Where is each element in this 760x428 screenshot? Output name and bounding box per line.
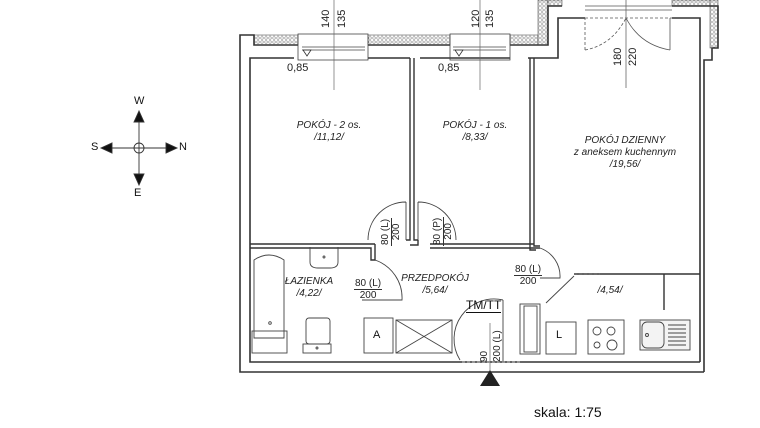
balcony-door [584, 0, 672, 88]
window-2-width: 120 [470, 9, 482, 28]
window-1-width: 140 [320, 9, 332, 28]
window-1 [297, 0, 369, 90]
room-area: /19,56/ [609, 159, 641, 170]
window-2-height: 135 [484, 9, 496, 28]
door-height: 200 [443, 223, 454, 240]
compass-rose [99, 109, 179, 187]
door-3-dims: 80 (L) 200 [354, 278, 383, 301]
room-hallway: PRZEDPOKÓJ /5,64/ [400, 273, 470, 297]
compass-south: S [91, 141, 99, 153]
compass-west: W [134, 95, 145, 107]
room-bedroom-1: POKÓJ - 1 os. /8,33/ [430, 120, 520, 144]
room-name: POKÓJ DZIENNY [584, 135, 666, 146]
window-2 [449, 0, 511, 90]
room-bedroom-2: POKÓJ - 2 os. /11,12/ [284, 120, 374, 144]
compass-east: E [134, 187, 142, 199]
entrance-marker [462, 323, 520, 386]
outer-walls [239, 5, 719, 373]
fixture-l-label: L [556, 329, 563, 341]
room-area: /11,12/ [314, 132, 344, 143]
door-height: 200 [391, 223, 402, 241]
door-4-dims: 80 (L) 200 [514, 264, 543, 287]
kitchen-fixtures [519, 303, 691, 355]
room-kitchen-area: /4,54/ [590, 285, 630, 297]
room-name: POKÓJ - 2 os. [296, 120, 362, 131]
room-bathroom: ŁAZIENKA /4,22/ [284, 276, 334, 300]
interior-walls [250, 58, 700, 310]
entrance-label: TM/TT [466, 298, 502, 313]
room-area: /4,22/ [296, 288, 322, 299]
bathroom-fixtures [251, 247, 394, 354]
entrance-door-height: 200 (L) [492, 330, 503, 362]
room-name: ŁAZIENKA [284, 276, 334, 287]
balcony-door-height: 220 [627, 47, 639, 66]
room-name: PRZEDPOKÓJ [401, 273, 469, 284]
balcony-door-width: 180 [612, 47, 624, 66]
door-height: 200 [359, 290, 377, 301]
window-1-height: 135 [336, 9, 348, 28]
fixture-a-label: A [373, 329, 381, 341]
window-2-sill: 0,85 [438, 62, 460, 74]
scale-label: skala: 1:75 [534, 404, 602, 420]
window-1-sill: 0,85 [287, 62, 309, 74]
room-subtitle: z aneksem kuchennym [573, 147, 677, 158]
room-area: /4,54/ [597, 285, 623, 296]
room-name: POKÓJ - 1 os. [442, 120, 508, 131]
door-width: 80 (L) [514, 264, 543, 276]
door-swings [362, 201, 600, 362]
door-height: 200 [519, 276, 537, 287]
room-area: /8,33/ [462, 132, 488, 143]
room-area: /5,64/ [422, 285, 448, 296]
shaft [395, 319, 453, 354]
entrance-door-width: 90 [479, 350, 490, 362]
room-living: POKÓJ DZIENNY z aneksem kuchennym /19,56… [560, 135, 690, 171]
door-1-dims: 80 (L) 200 [380, 217, 402, 246]
door-2-dims: 80 (P) 200 [432, 216, 454, 246]
door-width: 80 (L) [354, 278, 383, 290]
compass-north: N [179, 141, 187, 153]
